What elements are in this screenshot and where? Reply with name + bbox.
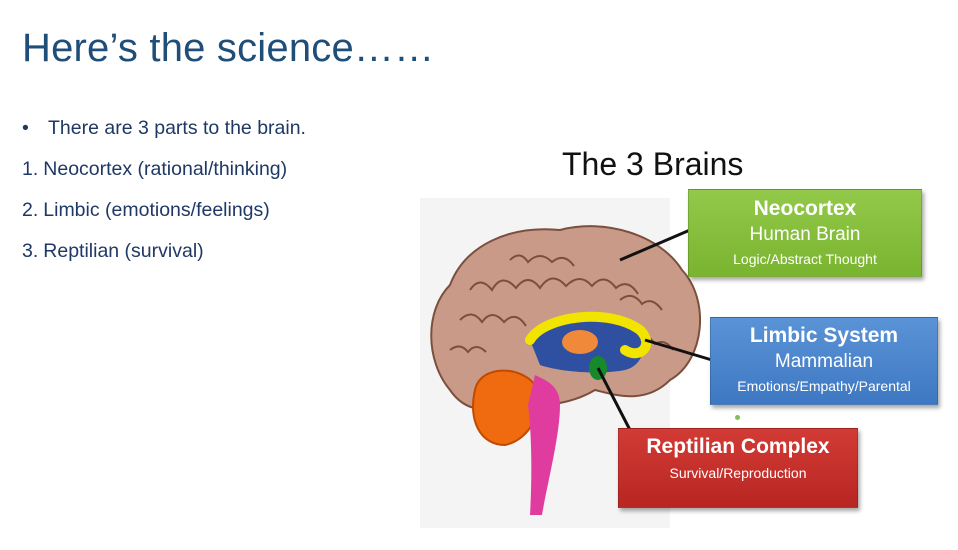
rotate-handle-icon[interactable] (735, 415, 740, 420)
item-number: 1. (22, 158, 39, 180)
limbic-arc (525, 311, 652, 359)
bullet-item: • There are 3 parts to the brain. (22, 115, 306, 156)
item-number: 2. (22, 199, 39, 221)
limbic-line1: Mammalian (774, 351, 874, 372)
limbic-line2: Emotions/Empathy/Parental (737, 378, 911, 394)
numbered-item-2: 2.Limbic (emotions/feelings) (22, 197, 306, 238)
reptilian-line1: Survival/Reproduction (669, 465, 807, 481)
limbic-heading: Limbic System (749, 324, 899, 347)
reptilian-leader (596, 367, 632, 431)
neocortex-line1: Human Brain (749, 224, 861, 245)
brainstem-shape (528, 375, 560, 515)
bullet-list: • There are 3 parts to the brain. 1.Neoco… (22, 115, 306, 279)
item-text: Neocortex (rational/thinking) (43, 158, 288, 180)
numbered-item-1: 1.Neocortex (rational/thinking) (22, 156, 306, 197)
slide-title: Here’s the science…… (22, 26, 435, 70)
figure-title: The 3 Brains (562, 146, 744, 182)
brain-illustration (420, 198, 713, 528)
reptilian-heading: Reptilian Complex (646, 435, 830, 458)
bullet-dot: • (22, 117, 29, 139)
item-text: Limbic (emotions/feelings) (43, 199, 270, 221)
neocortex-line2: Logic/Abstract Thought (733, 251, 877, 267)
reptilian-label-box[interactable]: Reptilian Complex Survival/Reproduction (618, 428, 858, 508)
neocortex-heading: Neocortex (753, 197, 857, 220)
neocortex-label-box: Neocortex Human Brain Logic/Abstract Tho… (688, 189, 922, 277)
neocortex-leader (619, 228, 691, 262)
limbic-leader (644, 338, 713, 362)
item-text: Reptilian (survival) (43, 240, 204, 262)
thalamus-shape (562, 330, 598, 354)
item-number: 3. (22, 240, 39, 262)
bullet-text: There are 3 parts to the brain. (48, 117, 306, 139)
numbered-item-3: 3.Reptilian (survival) (22, 238, 306, 279)
limbic-label-box: Limbic System Mammalian Emotions/Empathy… (710, 317, 938, 405)
